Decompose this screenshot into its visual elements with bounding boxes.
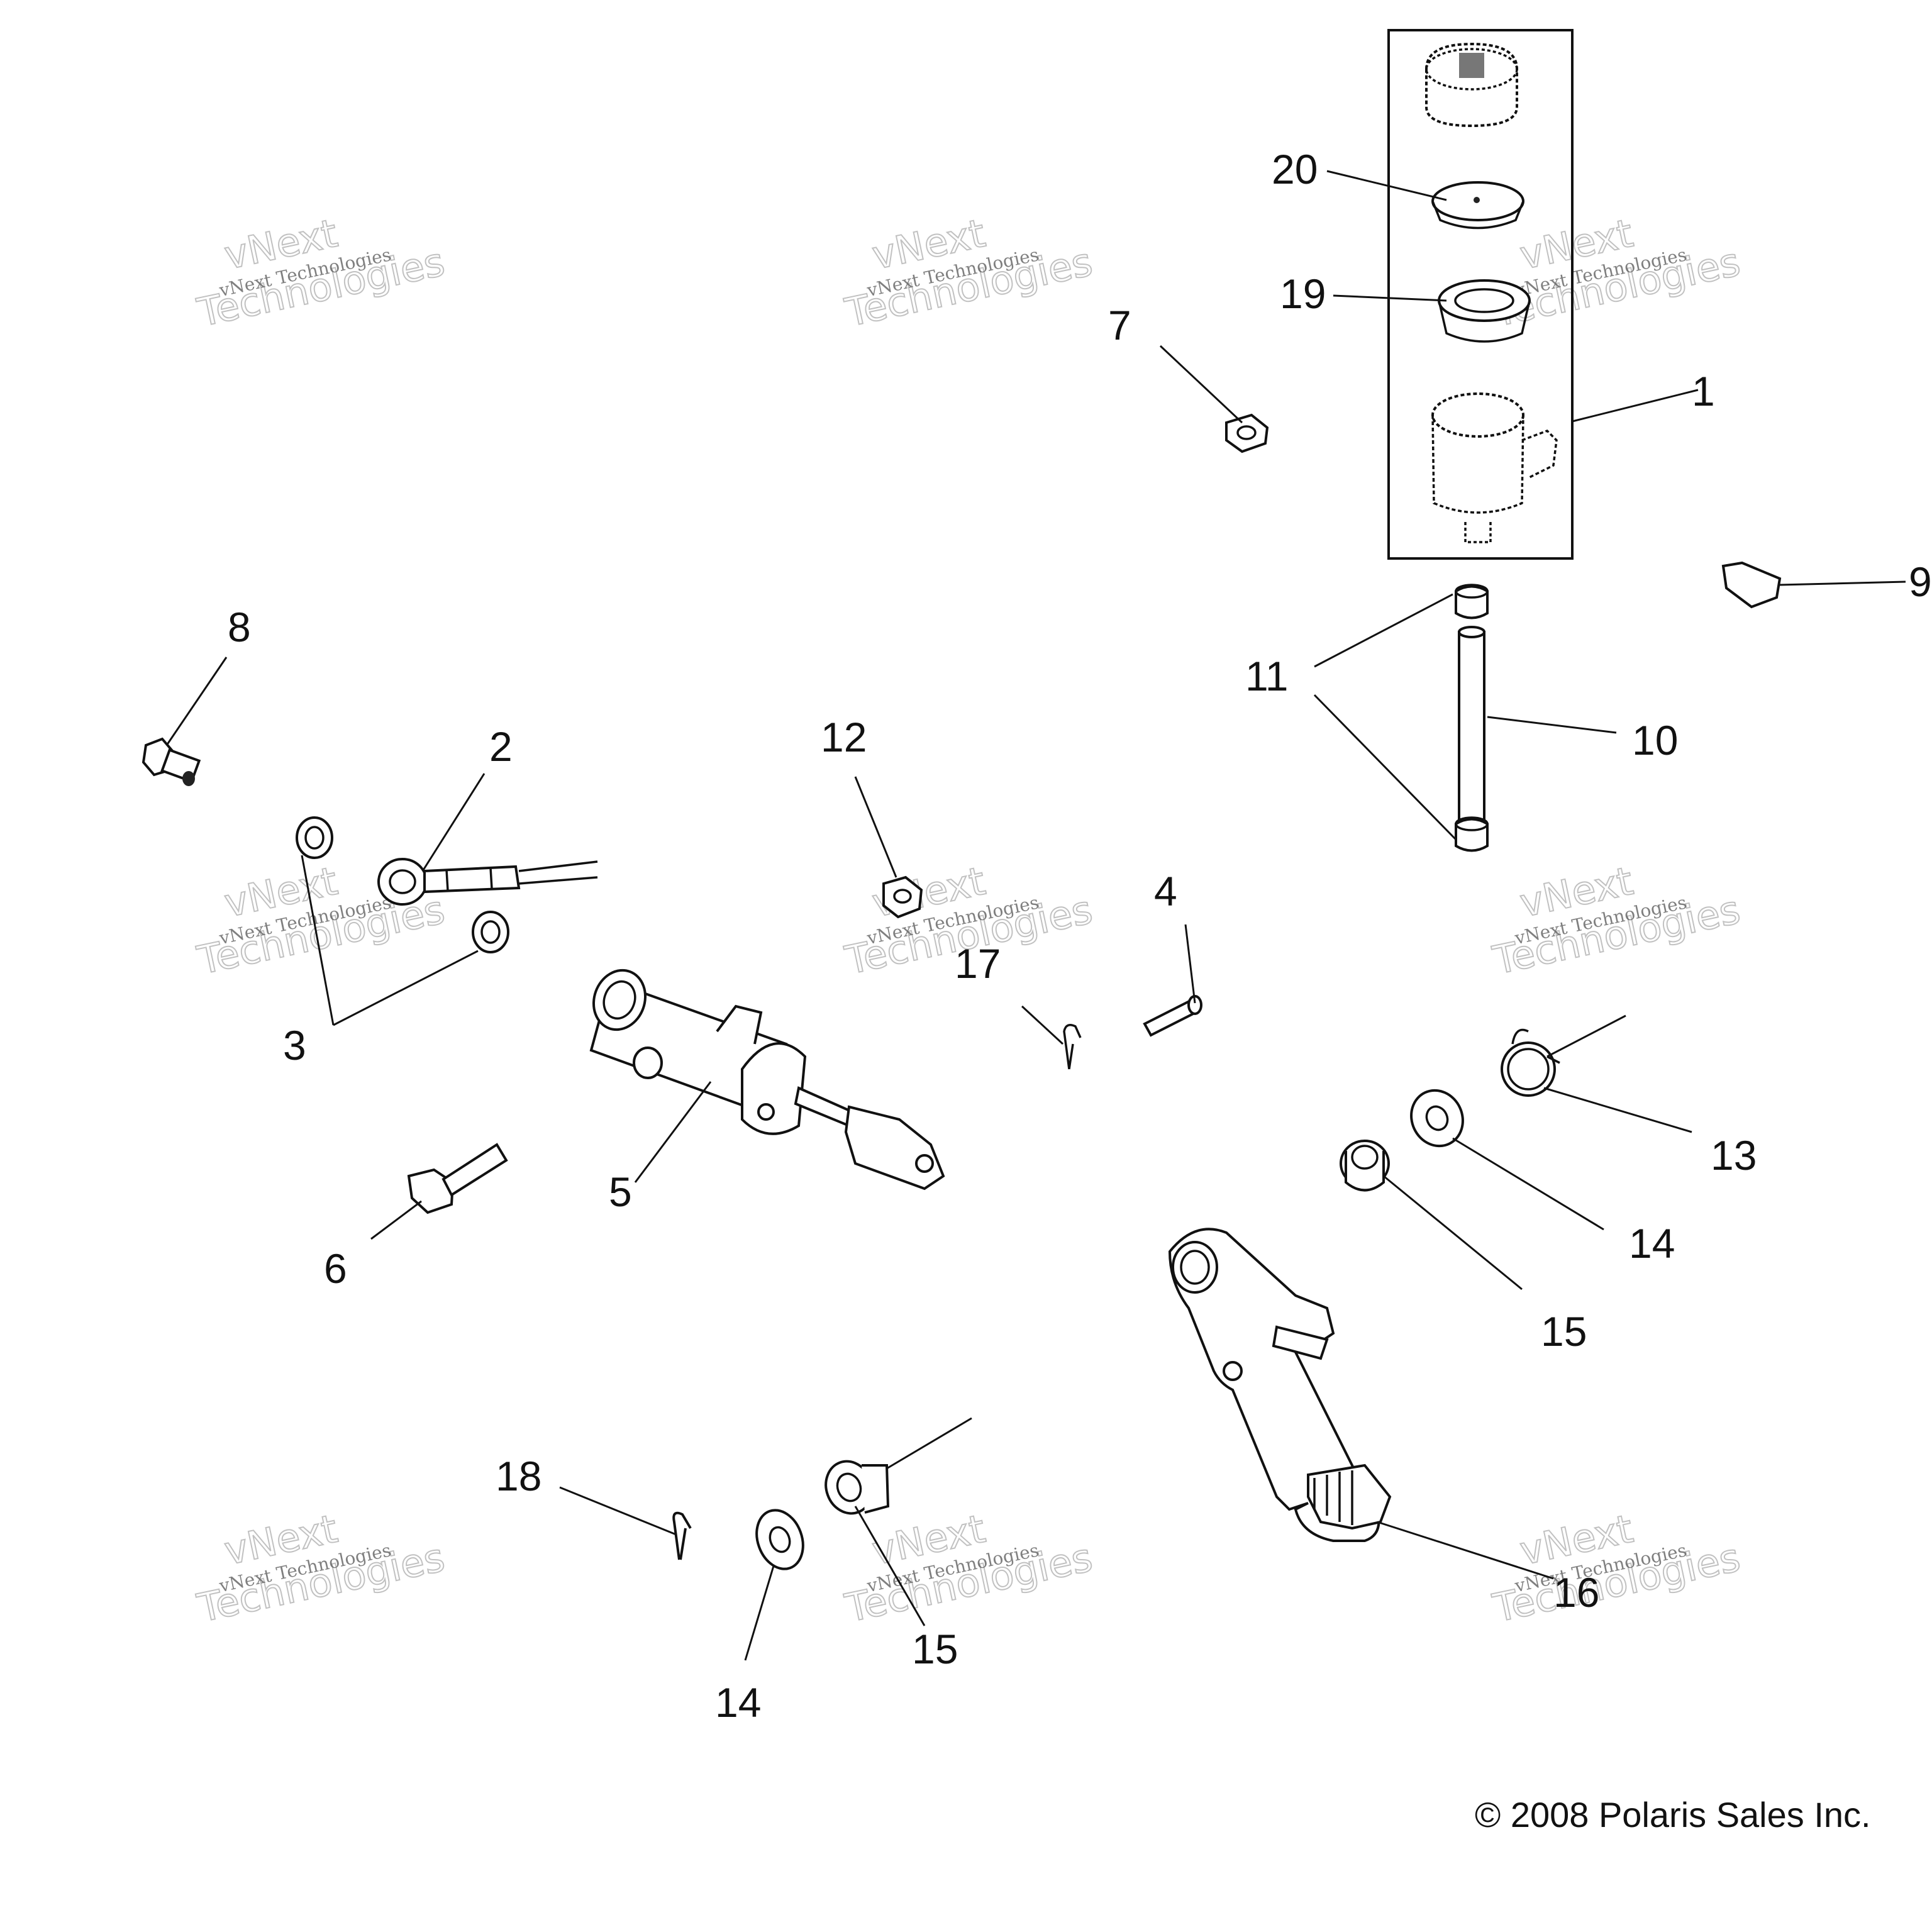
diaphragm (1438, 279, 1531, 343)
bolt-9 (1721, 561, 1782, 609)
label-13: 13 (1711, 1132, 1757, 1179)
label-8: 8 (228, 604, 251, 650)
label-10: 10 (1632, 717, 1678, 763)
nut-12 (882, 875, 923, 919)
crush-washer-bottom-hole (480, 920, 501, 944)
watermark-1: vNext Technologies vNext Technologies (192, 209, 449, 336)
sleeve-bottom (1455, 816, 1489, 852)
copyright-notice: © 2008 Polaris Sales Inc. (1475, 1795, 1871, 1835)
label-1: 1 (1692, 368, 1715, 414)
watermark-7: vNext Technologies vNext Technologies (192, 1505, 449, 1632)
brake-line (377, 858, 598, 906)
cotter-pin-17 (1063, 1024, 1082, 1070)
label-15-right: 15 (1541, 1308, 1587, 1355)
label-15-bottom: 15 (912, 1626, 958, 1672)
label-5: 5 (609, 1169, 632, 1215)
label-18: 18 (496, 1453, 541, 1499)
label-14-bottom: 14 (715, 1679, 761, 1726)
washer-14-right (1410, 1089, 1464, 1148)
reservoir-body (1431, 392, 1558, 543)
label-2: 2 (489, 723, 513, 770)
bolt-6 (407, 1143, 508, 1214)
banjo-bolt (142, 737, 201, 786)
bushing-15-bottom (824, 1460, 890, 1515)
label-9: 9 (1909, 558, 1932, 605)
crush-washer-top-hole (304, 826, 325, 850)
nut-7 (1225, 413, 1269, 453)
washer-14-bottom (755, 1509, 804, 1570)
reservoir-cap (1425, 42, 1518, 128)
label-3: 3 (283, 1022, 306, 1069)
label-20: 20 (1272, 146, 1318, 192)
crush-washer-top (296, 816, 333, 859)
diaphragm-plate (1431, 181, 1524, 230)
watermark-9: vNext Technologies vNext Technologies (1488, 1505, 1745, 1632)
bushing-15-right (1340, 1140, 1390, 1192)
clevis-pin (1143, 995, 1202, 1037)
sleeve-top (1455, 584, 1489, 619)
label-16: 16 (1553, 1569, 1599, 1616)
watermark-6: vNext Technologies vNext Technologies (1488, 857, 1745, 984)
label-12: 12 (821, 714, 867, 760)
label-14-right: 14 (1629, 1220, 1675, 1267)
cotter-pin-18 (672, 1511, 692, 1560)
label-7: 7 (1108, 302, 1131, 348)
label-17: 17 (955, 940, 1001, 987)
watermark-2: vNext Technologies vNext Technologies (840, 209, 1097, 336)
return-spring (1501, 1028, 1560, 1097)
brake-pedal (1168, 1228, 1392, 1542)
label-4: 4 (1154, 868, 1177, 914)
crush-washer-bottom (472, 911, 509, 953)
label-19: 19 (1280, 270, 1326, 317)
label-6: 6 (324, 1245, 347, 1292)
master-cylinder (589, 969, 945, 1191)
label-11: 11 (1245, 653, 1289, 699)
leader-lines (165, 170, 1906, 1661)
pivot-rod (1458, 626, 1485, 835)
reservoir-kit-box (1387, 29, 1574, 560)
